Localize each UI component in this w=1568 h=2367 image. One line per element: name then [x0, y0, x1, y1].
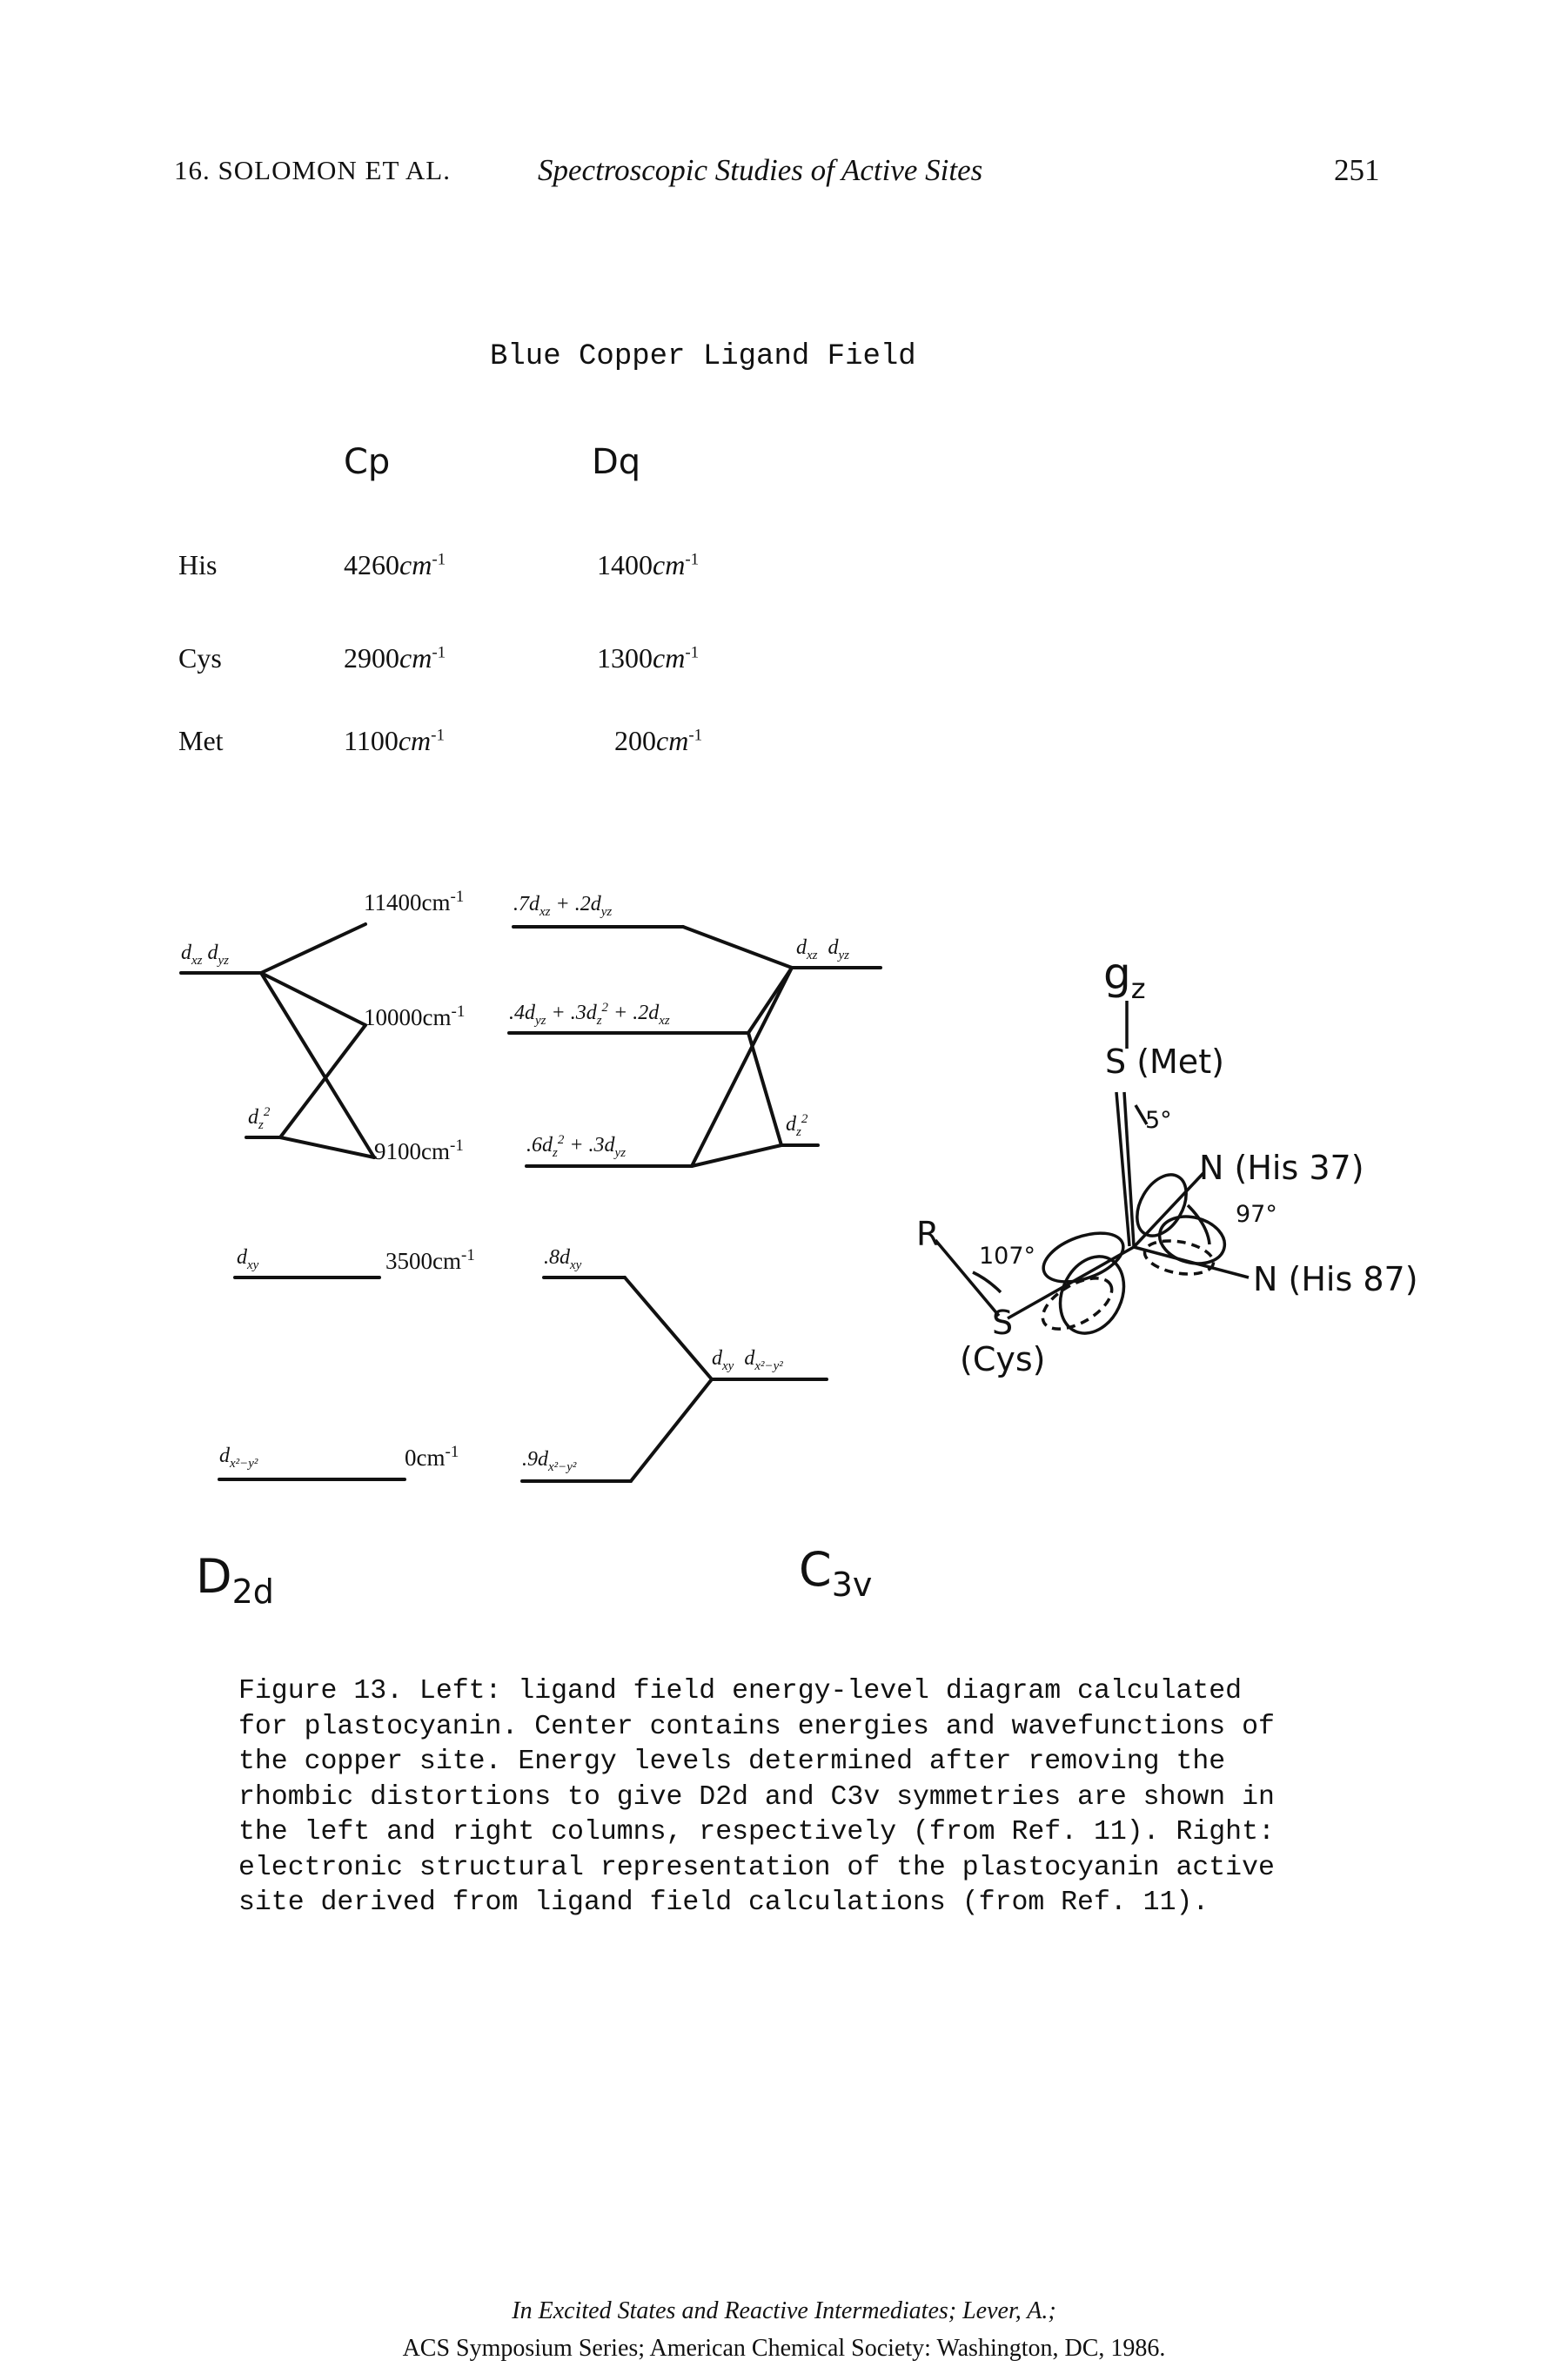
orbital-label-dx2-y2: dx²−y² [219, 1445, 258, 1471]
orbital-lobe [1042, 1231, 1125, 1284]
active-site-structure [934, 1001, 1250, 1335]
orbital-lobe [1157, 1215, 1227, 1265]
wavefunction-2: .4dyz + .3dz2 + .2dxz [509, 1001, 670, 1028]
orbital-lobe [1136, 1173, 1188, 1237]
orbital-label-right-dxz-dyz: dxz dyz [796, 936, 849, 962]
n-his87-label: N (His 87) [1253, 1260, 1418, 1298]
caption-line: for plastocyanin. Center contains energi… [238, 1711, 1275, 1742]
wavefunction-3: .6dz2 + .3dyz [526, 1133, 627, 1160]
cp-value-met: 1100cm-1 [344, 725, 445, 756]
level-label-10000: 10000cm-1 [364, 1002, 466, 1030]
caption-line: site derived from ligand field calculati… [238, 1888, 1210, 1918]
column-header-cp: Cp [344, 442, 391, 482]
dq-value-his: 1400cm-1 [597, 549, 700, 580]
orbital-lobe [1058, 1255, 1126, 1335]
connector [278, 1136, 376, 1159]
caption-line: the left and right columns, respectively… [238, 1817, 1275, 1847]
dq-value-met: 200cm-1 [614, 725, 703, 756]
angle-5-tick [1134, 1104, 1149, 1125]
connector [690, 966, 794, 1168]
caption-line: the copper site. Energy levels determine… [238, 1747, 1226, 1777]
ligand-field-title: Blue Copper Ligand Field [490, 340, 916, 373]
citation-footer: In Excited States and Reactive Intermedi… [0, 2292, 1568, 2367]
connector [629, 1378, 714, 1483]
figure-caption: Figure 13. Left: ligand field energy-lev… [238, 1674, 1352, 1921]
orbital-lobe-dashed [1041, 1277, 1114, 1331]
row-label-met: Met [178, 725, 224, 756]
symmetry-label-c3v: C3v [799, 1542, 873, 1604]
orbital-label-dxy: dxy [237, 1246, 259, 1272]
angle-97-arc [1186, 1204, 1211, 1245]
row-label-cys: Cys [178, 642, 222, 674]
r-label: R [916, 1215, 940, 1253]
cp-value-cys: 2900cm-1 [344, 642, 446, 674]
angle-97-label: 97° [1236, 1201, 1277, 1228]
connector [278, 1023, 367, 1139]
cu-s-met-bond [1122, 1091, 1136, 1247]
level-label-3500: 3500cm-1 [385, 1246, 475, 1274]
page-number: 251 [1334, 153, 1380, 187]
cp-value-his: 4260cm-1 [344, 549, 446, 580]
n-his37-label: N (His 37) [1199, 1149, 1364, 1187]
orbital-label-right-dz2: dz2 [786, 1112, 808, 1139]
r-s-bond [934, 1238, 1001, 1318]
footer-line-1: In Excited States and Reactive Intermedi… [512, 2297, 1056, 2324]
caption-line: electronic structural representation of … [238, 1852, 1275, 1883]
running-header-title: Spectroscopic Studies of Active Sites [538, 153, 983, 187]
wavefunction-5: .9dx²−y² [522, 1448, 577, 1474]
caption-line: rhombic distortions to give D2d and C3v … [238, 1781, 1275, 1813]
gz-label: gz [1103, 949, 1146, 1005]
connector [690, 1143, 783, 1168]
row-label-his: His [178, 549, 218, 580]
level-label-9100: 9100cm-1 [374, 1137, 464, 1164]
cu-s-met-bond [1115, 1091, 1131, 1247]
s-cys-label: S [992, 1304, 1014, 1342]
running-header-chapter: 16. SOLOMON ET AL. [174, 155, 451, 185]
orbital-label-dxz-dyz: dxz dyz [181, 942, 229, 968]
symmetry-label-d2d: D2d [196, 1549, 274, 1611]
connector [259, 971, 367, 1027]
connector [747, 1031, 783, 1147]
cys-label: (Cys) [960, 1340, 1046, 1378]
dq-value-cys: 1300cm-1 [597, 642, 700, 674]
footer-line-2: ACS Symposium Series; American Chemical … [402, 2335, 1166, 2362]
connector [623, 1276, 714, 1381]
angle-107-arc [972, 1271, 1002, 1294]
angle-107-label: 107° [979, 1243, 1036, 1270]
column-header-dq: Dq [592, 442, 641, 482]
connector [681, 925, 794, 969]
orbital-lobe-dashed [1142, 1239, 1216, 1276]
wavefunction-4: .8dxy [544, 1246, 582, 1272]
caption-line: Figure 13. Left: ligand field energy-lev… [238, 1676, 1243, 1707]
connector [259, 922, 367, 975]
orbital-label-dz2: dz2 [248, 1105, 271, 1132]
connector [259, 971, 376, 1159]
level-label-11400: 11400cm-1 [364, 888, 465, 915]
angle-5-label: 5° [1145, 1107, 1172, 1134]
s-met-label: S (Met) [1105, 1043, 1224, 1081]
level-label-0: 0cm-1 [405, 1443, 459, 1471]
orbital-label-right-dxy-dx2y2: dxy dx²−y² [712, 1347, 783, 1373]
wavefunction-1: .7dxz + .2dyz [513, 893, 613, 919]
